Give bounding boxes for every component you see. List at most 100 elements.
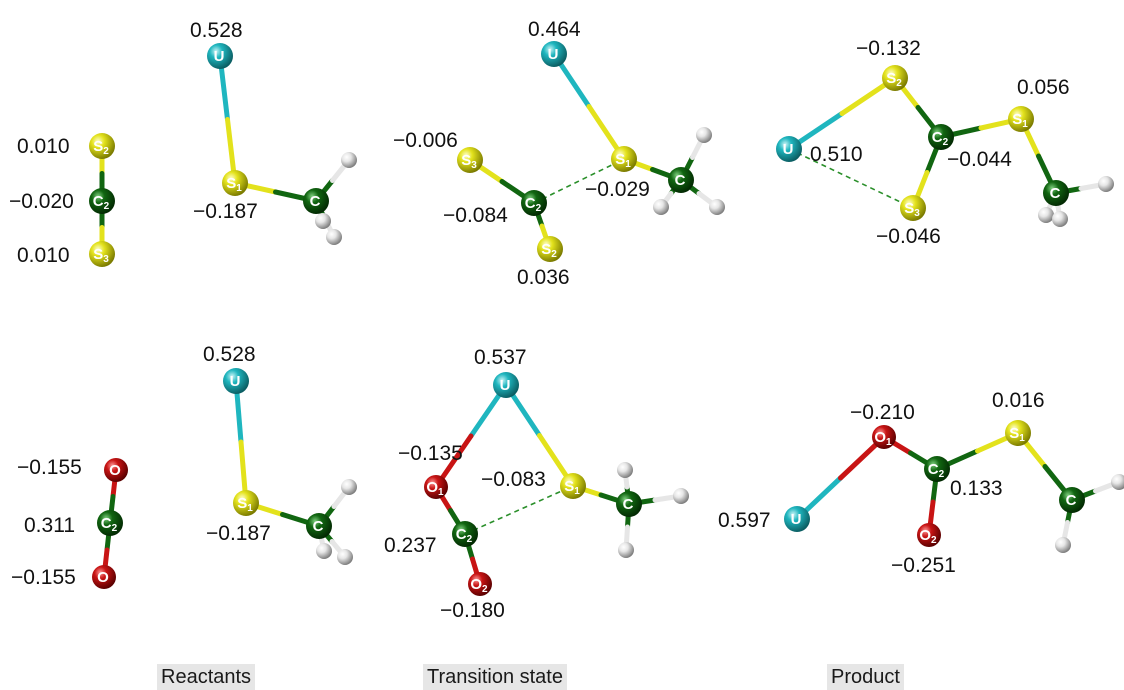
charge-label: −0.155 xyxy=(17,456,82,479)
hydrogen-atom xyxy=(337,549,353,565)
hydrogen-atom xyxy=(696,127,712,143)
atom-s1: S1 xyxy=(1008,106,1034,132)
forming-bond-cs2-product-0 xyxy=(788,148,914,209)
atom-u: U xyxy=(223,368,249,394)
atom-label: U xyxy=(214,48,225,65)
atom-label: C xyxy=(310,193,321,210)
atom-s1: S1 xyxy=(611,146,637,172)
bond-cs2-transition-state-0 xyxy=(551,51,627,162)
charge-label: 0.464 xyxy=(528,18,581,41)
charge-label: −0.132 xyxy=(856,37,921,60)
charge-label: −0.210 xyxy=(850,401,915,424)
charge-label: −0.135 xyxy=(398,442,463,465)
atom-c: C xyxy=(303,188,329,214)
hydrogen-atom xyxy=(341,479,357,495)
atom-c2: C2 xyxy=(452,521,478,547)
hydrogen-atom xyxy=(341,152,357,168)
charge-label: −0.044 xyxy=(947,148,1012,171)
hydrogen-atom xyxy=(1055,537,1071,553)
atom-s1: S1 xyxy=(222,170,248,196)
charge-label: −0.180 xyxy=(440,599,505,622)
charge-label: −0.084 xyxy=(443,204,508,227)
atom-label: C xyxy=(675,172,686,189)
atom-label: U xyxy=(783,141,794,158)
atom-s2: S2 xyxy=(89,133,115,159)
atom-s2: S2 xyxy=(882,65,908,91)
atom-s1: S1 xyxy=(1005,420,1031,446)
charge-label: −0.187 xyxy=(206,522,271,545)
atom-c2: C2 xyxy=(924,456,950,482)
atom-c2: C2 xyxy=(97,510,123,536)
hydrogen-atom xyxy=(1038,207,1054,223)
atom-o1: O1 xyxy=(424,475,448,499)
atom-o2: O2 xyxy=(917,523,941,547)
charge-label: −0.020 xyxy=(9,190,74,213)
charge-label: 0.597 xyxy=(718,509,771,532)
atom-u: U xyxy=(776,136,802,162)
charge-label: 0.133 xyxy=(950,477,1003,500)
atom-label: O xyxy=(97,569,109,586)
bond-uscch3-top-reactant-0 xyxy=(217,53,238,186)
atom-o2: O2 xyxy=(468,572,492,596)
atom-label: U xyxy=(230,373,241,390)
atom-layer: S2C2S3US1CUS3C2S2S1CUS2C2S1S3COC2OUS1CUO… xyxy=(89,41,1124,596)
hydrogen-atom xyxy=(653,199,669,215)
atom-label: U xyxy=(791,511,802,528)
atom-u: U xyxy=(207,43,233,69)
atom-label: C xyxy=(313,518,324,535)
bond-uscch3-bottom-reactant-0 xyxy=(233,378,249,506)
atom-c: C xyxy=(1043,180,1069,206)
atom-u: U xyxy=(493,372,519,398)
atom-u: U xyxy=(784,506,810,532)
bond-co2-product-0 xyxy=(794,434,887,522)
atom-s3: S3 xyxy=(457,147,483,173)
hydrogen-atom xyxy=(1052,211,1068,227)
hydrogen-atom xyxy=(709,199,725,215)
charge-label: 0.237 xyxy=(384,534,437,557)
charge-label: 0.010 xyxy=(17,244,70,267)
bond-co2-product-3 xyxy=(934,430,1021,472)
charge-label: −0.155 xyxy=(11,566,76,589)
forming-bond-cs2-transition-state-0 xyxy=(533,158,625,204)
charge-label: −0.006 xyxy=(393,129,458,152)
charge-label: −0.083 xyxy=(481,468,546,491)
bond-cs2-product-0 xyxy=(786,75,898,152)
hydrogen-atom xyxy=(316,543,332,559)
hydrogen-atom xyxy=(326,229,342,245)
charge-label: 0.056 xyxy=(1017,76,1070,99)
atom-s3: S3 xyxy=(89,241,115,267)
atom-s3: S3 xyxy=(900,195,926,221)
hydrogen-atom xyxy=(673,488,689,504)
atom-c: C xyxy=(306,513,332,539)
hydrogen-atom xyxy=(1111,474,1124,490)
atom-s1: S1 xyxy=(560,473,586,499)
atom-label: U xyxy=(548,46,559,63)
forming-bond-co2-transition-state-0 xyxy=(464,485,574,535)
atom-label: C xyxy=(623,496,634,513)
atom-s2: S2 xyxy=(537,236,563,262)
hydrogen-atom xyxy=(617,462,633,478)
charge-label-layer: 0.010 −0.020 0.010 0.528 −0.187 0.464 −0.006 −0… xyxy=(9,18,1070,622)
atom-o: O xyxy=(92,565,116,589)
atom-s1: S1 xyxy=(233,490,259,516)
atom-c: C xyxy=(1059,487,1085,513)
charge-label: 0.010 xyxy=(17,135,70,158)
atom-o: O xyxy=(104,458,128,482)
hydrogen-atom xyxy=(1098,176,1114,192)
atom-label: C xyxy=(1066,492,1077,509)
atom-label: C xyxy=(1050,185,1061,202)
atom-c2: C2 xyxy=(89,188,115,214)
charge-label: −0.251 xyxy=(891,554,956,577)
atom-o1: O1 xyxy=(872,425,896,449)
atom-c: C xyxy=(668,167,694,193)
charge-label: 0.528 xyxy=(190,19,243,42)
atom-c2: C2 xyxy=(928,124,954,150)
hydrogen-atom xyxy=(315,213,331,229)
charge-label: 0.016 xyxy=(992,389,1045,412)
caption-transition-state: Transition state xyxy=(423,664,567,690)
charge-label: 0.510 xyxy=(810,143,863,166)
charge-label: −0.187 xyxy=(193,200,258,223)
atom-c2: C2 xyxy=(521,190,547,216)
atom-label: U xyxy=(500,377,511,394)
